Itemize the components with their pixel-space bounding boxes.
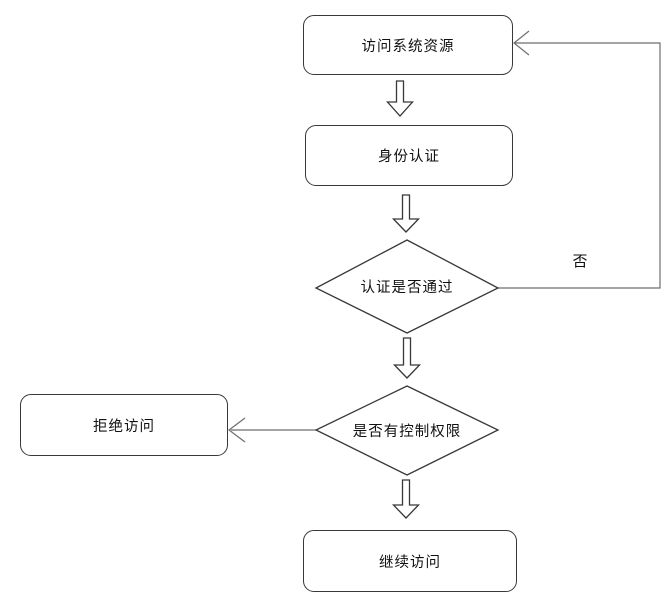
edge-label-no: 否 <box>572 253 588 270</box>
node-permission-check-diamond <box>314 385 500 476</box>
block-arrow-down-2-icon <box>391 194 421 233</box>
block-arrow-down-4-icon <box>391 479 421 519</box>
node-deny-access: 拒绝访问 <box>20 394 228 456</box>
node-auth-check-text: 认证是否通过 <box>360 280 454 296</box>
node-access-resource: 访问系统资源 <box>303 15 513 75</box>
node-auth-check-diamond <box>314 239 500 334</box>
node-permission-check-text: 是否有控制权限 <box>352 424 462 440</box>
block-arrow-down-3-icon <box>392 337 422 379</box>
block-arrow-down-1-icon <box>386 80 414 117</box>
node-identity-auth-label: 身份认证 <box>378 149 440 165</box>
node-continue-access-label: 继续访问 <box>379 554 441 571</box>
node-identity-auth: 身份认证 <box>305 125 513 186</box>
arrowhead-into-deny-access-icon <box>228 417 246 443</box>
connector-no-branch <box>498 42 661 289</box>
arrowhead-into-access-resource-icon <box>513 30 530 56</box>
node-access-resource-label: 访问系统资源 <box>361 38 455 55</box>
node-auth-check-label: 认证是否通过 <box>316 240 498 333</box>
node-deny-access-label: 拒绝访问 <box>93 418 155 435</box>
node-continue-access: 继续访问 <box>303 530 517 592</box>
node-permission-check-label: 是否有控制权限 <box>316 386 498 475</box>
